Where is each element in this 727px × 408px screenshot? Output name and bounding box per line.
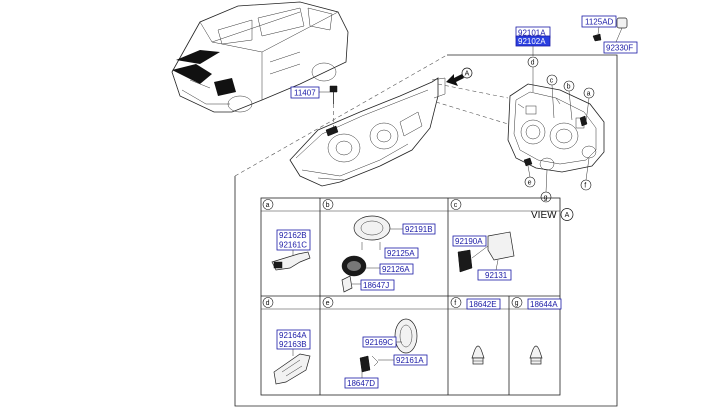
callout-d: d [527,56,539,92]
panel-f: 18642E [466,298,501,365]
callout-e: e [524,165,536,188]
panel-d-letter: d [262,297,274,308]
panel-d: 92164A 92163B [273,329,311,385]
main-frame [234,54,618,407]
svg-text:11407: 11407 [294,89,316,98]
assembly-label: 92101A 92102A [515,26,551,47]
screw-part [329,85,338,128]
panel-a: 92162B 92161C [271,229,311,271]
svg-text:f: f [454,300,456,307]
svg-text:d: d [266,300,270,307]
svg-text:92164A: 92164A [279,331,307,340]
svg-text:b: b [567,84,571,91]
svg-text:A: A [465,71,470,78]
svg-text:92162B: 92162B [279,231,307,240]
panel-b-letter: b [322,199,334,210]
screw-label: 11407 [290,86,330,99]
panel-e-letter: e [322,297,334,308]
svg-text:92126A: 92126A [382,265,410,274]
headlamp-assembly [289,77,509,187]
svg-text:a: a [587,91,591,98]
svg-text:92102A: 92102A [518,37,546,46]
svg-text:18647D: 18647D [347,379,375,388]
callout-c: c [546,74,558,119]
svg-text:c: c [454,202,458,209]
callout-g: g [540,169,552,203]
panel-c-letter: c [450,199,462,210]
panel-c: 92190A 92131 [452,231,515,281]
svg-text:b: b [326,202,330,209]
panel-b: 92191B 92125A 92126A 18647J [341,215,436,293]
svg-text:e: e [528,180,532,187]
svg-text:18642E: 18642E [469,300,497,309]
car-illustration [171,1,349,113]
callout-f: f [580,157,592,191]
svg-text:92190A: 92190A [455,237,483,246]
svg-text:d: d [531,60,535,67]
panel-g: 18644A [527,298,562,365]
svg-text:A: A [565,212,570,219]
svg-text:92330F: 92330F [606,44,633,53]
svg-text:VIEW: VIEW [531,210,557,221]
panel-g-letter: g [511,297,523,308]
panel-f-letter: f [450,297,462,308]
svg-text:92163B: 92163B [279,340,307,349]
svg-text:1125AD: 1125AD [585,18,614,27]
callout-b: b [563,80,575,121]
svg-text:92161A: 92161A [396,356,424,365]
svg-text:c: c [550,78,554,85]
svg-text:f: f [584,183,586,190]
svg-text:92101A: 92101A [518,29,546,38]
panel-e: 92169C 92161A 18647D [344,318,428,389]
svg-text:18647J: 18647J [363,281,389,290]
panel-a-letter: a [262,199,274,210]
bolt-label: 1125AD [581,15,617,28]
svg-text:92125A: 92125A [387,249,415,258]
svg-text:92131: 92131 [485,271,508,280]
svg-text:a: a [266,202,270,209]
detail-grid [260,197,561,396]
svg-text:e: e [326,300,330,307]
svg-text:18644A: 18644A [530,300,558,309]
svg-text:92169C: 92169C [365,338,393,347]
view-arrow: A [446,67,473,86]
bolt-part [592,26,602,42]
svg-text:92161C: 92161C [279,241,307,250]
cap-part [615,17,628,43]
svg-text:g: g [515,300,519,307]
callout-a: a [583,87,595,123]
cap-label: 92330F [603,41,638,54]
view-label: VIEW A [531,208,574,221]
svg-text:92191B: 92191B [405,225,433,234]
